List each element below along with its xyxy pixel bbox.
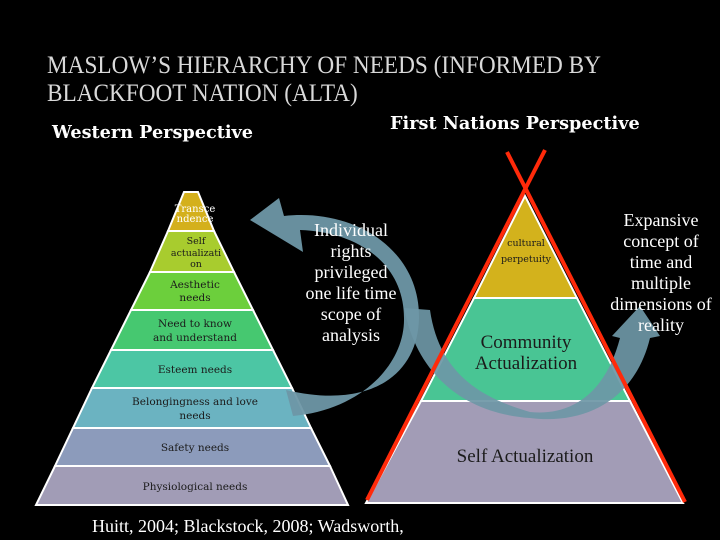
left-note: Individual rights privileged one life ti… <box>296 220 406 346</box>
label-need-to-know-line1: Need to know <box>158 318 232 330</box>
left-curved-arrow-body <box>250 198 420 416</box>
label-community-line2: Actualization <box>475 353 578 374</box>
label-self-actualization-line3: on <box>190 259 202 270</box>
left-note-line: one life time <box>305 283 397 303</box>
right-note-line: reality <box>638 315 684 335</box>
label-transcendence-line1: Transce <box>175 204 216 215</box>
right-note-line: concept of <box>623 231 699 251</box>
left-note-line: scope of <box>320 304 382 324</box>
label-community-line1: Community <box>481 332 572 353</box>
western-layer-aesthetic <box>129 271 255 311</box>
label-physiological: Physiological needs <box>143 481 248 493</box>
label-safety: Safety needs <box>161 442 229 454</box>
left-note-line: Individual <box>314 220 388 240</box>
label-transcendence-line2: ndence <box>177 214 214 225</box>
western-pyramid <box>34 191 350 506</box>
label-cultural-line1: cultural <box>507 238 545 249</box>
left-note-line: rights <box>330 241 372 261</box>
first-nations-labels: cultural perpetuity Community Actualizat… <box>457 238 594 467</box>
left-note-line: privileged <box>314 262 388 282</box>
right-note-line: time and <box>629 252 693 272</box>
label-aesthetic-line2: needs <box>179 292 210 304</box>
western-layer-need-to-know <box>109 309 275 351</box>
first-nations-pyramid <box>364 193 685 504</box>
left-note-line: analysis <box>322 325 380 345</box>
right-note: Expansive concept of time and multiple d… <box>596 210 720 336</box>
right-curved-arrow-body <box>404 306 660 420</box>
slide-title: MASLOW’S HIERARCHY OF NEEDS (INFORMED BY… <box>47 52 601 107</box>
label-aesthetic-line1: Aesthetic <box>169 279 220 291</box>
tipi-cross-lines <box>365 149 687 503</box>
label-need-to-know-line2: and understand <box>153 332 237 344</box>
label-self-actualization-line2: actualizati <box>171 248 221 259</box>
label-belongingness-line2: needs <box>179 410 210 422</box>
western-perspective-heading: Western Perspective <box>52 122 254 143</box>
left-curved-arrow <box>250 198 420 416</box>
label-self-actualization-line1: Self <box>187 236 207 247</box>
label-belongingness-line1: Belongingness and love <box>132 396 258 408</box>
western-layer-physiological <box>34 465 350 506</box>
right-note-line: Expansive <box>623 210 699 230</box>
right-note-line: dimensions of <box>610 294 712 314</box>
citation: Huitt, 2004; Blackstock, 2008; Wadsworth… <box>92 516 404 536</box>
western-labels: Transce ndence Self actualizati on Aesth… <box>132 204 258 493</box>
label-esteem: Esteem needs <box>158 364 232 376</box>
tipi-line-right <box>505 151 687 503</box>
tipi-line-left <box>365 149 547 501</box>
first-nations-perspective-heading: First Nations Perspective <box>390 113 640 134</box>
label-self-actualization-fn: Self Actualization <box>457 446 594 467</box>
label-cultural-line2: perpetuity <box>501 254 552 265</box>
right-curved-arrow <box>404 306 660 420</box>
right-note-line: multiple <box>631 273 691 293</box>
western-layer-belongingness <box>71 387 313 429</box>
